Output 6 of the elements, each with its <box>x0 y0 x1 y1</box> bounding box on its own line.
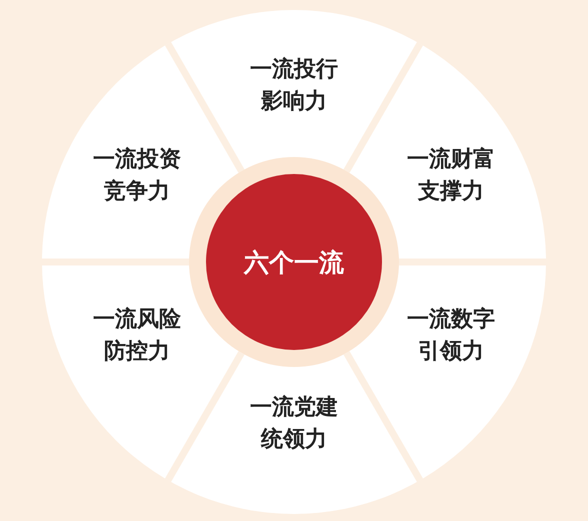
sector-label: 一流投资竞争力 <box>90 144 184 208</box>
sector-label: 一流投行影响力 <box>247 54 341 118</box>
sector-label: 一流风险防控力 <box>90 304 184 368</box>
sector-label: 一流数字引领力 <box>404 304 498 368</box>
sector-label: 一流党建统领力 <box>247 392 341 456</box>
sector-label: 一流财富支撑力 <box>404 144 498 208</box>
